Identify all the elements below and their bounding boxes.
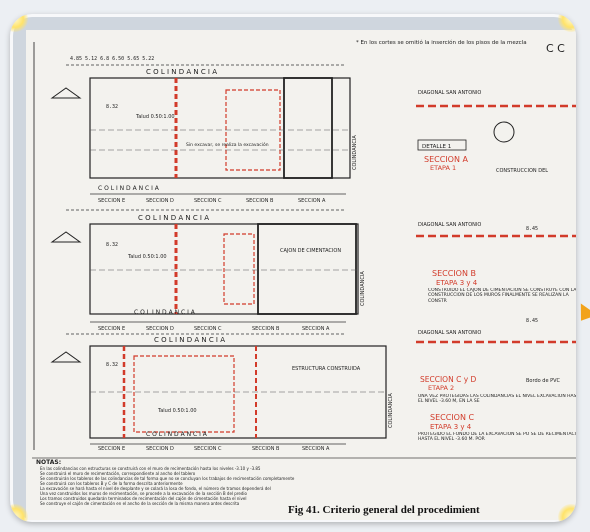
plan-1-section-a: SECCION A [298, 198, 326, 204]
plan-3-level: 8.32 [106, 362, 118, 368]
plan-2-talud: Talud 0.50:1.00 [127, 254, 167, 260]
plan-1-note: Sin excavar, se realiza la excavación [186, 141, 269, 148]
etapa-3-4-label: ETAPA 3 y 4 [436, 279, 478, 287]
plan-2: C O L I N D A N C I A 8.32 Talud 0.50:1.… [50, 209, 366, 332]
diagonal-label-2: DIAGONAL SAN ANTONIO [418, 222, 481, 228]
plan-1-section-d: SECCION D [146, 198, 174, 204]
plan-2-section-c: SECCION C [194, 326, 222, 332]
plan-3-colindancia-top: C O L I N D A N C I A [154, 336, 225, 344]
glow-top-right [558, 14, 576, 32]
note-item: La excavación se hará hasta el nivel de … [40, 486, 271, 491]
plan-2-section-d: SECCION D [146, 326, 174, 332]
plan-2-note: CAJON DE CIMENTACION [280, 248, 341, 254]
section-c-heading: SECCION C [430, 413, 474, 422]
glow-top-left [10, 14, 28, 32]
right-panel: DIAGONAL SAN ANTONIO DETALLE 1 SECCION A… [416, 90, 583, 443]
plan-1-section-c: SECCION C [194, 198, 222, 204]
notes-title: NOTAS: [36, 459, 61, 466]
svg-text:4.85 5.12 6.8 6.50 5.65 5: 4.85 5.12 6.8 6.50 5.65 5.22 [70, 56, 154, 62]
header-note: * En los cortes se omitió la inserción d… [356, 39, 527, 46]
plan-3-section-a: SECCION A [302, 446, 330, 452]
plan-2-section-b: SECCION B [252, 326, 280, 332]
notes-block: NOTAS: En las colindancias con estructur… [32, 457, 576, 506]
etapa-1-label: ETAPA 1 [430, 164, 456, 172]
section-cd-text: UNA VEZ PROTEGIDAS LAS COLINDANCIAS EL N… [418, 394, 582, 405]
plan-2-colindancia-top: C O L I N D A N C I A [138, 214, 209, 222]
plan-2-level: 8.32 [106, 242, 118, 248]
section-a-heading: SECCION A [424, 155, 468, 164]
note-item: Se construirán los tableros de las colin… [40, 476, 295, 481]
note-item: Una vez construidos los muros de recimen… [40, 491, 247, 496]
plan-1-level: 8.32 [106, 104, 118, 110]
glow-bottom-right [558, 504, 576, 522]
plan-3-section-c: SECCION C [194, 446, 222, 452]
plan-3-section-d: SECCION D [146, 446, 174, 452]
plan-1-colindancia-top: C O L I N D A N C I A [146, 68, 217, 76]
note-item: Se construye el cajón de cimentación en … [40, 501, 240, 506]
note-item: Se construirá el muro de recimentación, … [40, 471, 196, 476]
plan-3-section-b: SECCION B [252, 446, 280, 452]
plan-3: C O L I N D A N C I A Talud 0.50:1.00 ES… [50, 333, 394, 452]
blueprint-drawing: * En los cortes se omitió la inserción d… [32, 39, 583, 506]
note-item: Los tramos construidos quedarán terminad… [40, 496, 246, 501]
diagonal-label-3: DIAGONAL SAN ANTONIO [418, 330, 481, 336]
plan-1-side-label: COLINDANCIA [352, 135, 358, 170]
plan-1-colindancia-bottom: C O L I N D A N C I A [98, 185, 160, 192]
section-c-text: PROTEGIDO EL FONDO DE LA EXCAVACION SE P… [418, 432, 583, 443]
detalle-label: DETALLE 1 [422, 144, 451, 150]
plan-1: 4.85 5.12 6.8 6.50 5.65 5.22 C O L I N D… [50, 56, 358, 204]
etapa-2-label: ETAPA 2 [428, 384, 454, 392]
etapa-3-4b-label: ETAPA 3 y 4 [430, 423, 472, 431]
blueprint-sheet: * En los cortes se omitió la inserción d… [26, 30, 576, 520]
construccion-label: CONSTRUCCION DEL [496, 168, 548, 174]
section-b-heading: SECCION B [432, 269, 476, 278]
plan-2-section-a: SECCION A [302, 326, 330, 332]
note-item: Se construirá con los tableros B y C de … [40, 481, 183, 486]
level-label-2: 8.45 [526, 318, 538, 324]
photo-frame: * En los cortes se omitió la inserción d… [10, 14, 576, 522]
glow-bottom-left [10, 504, 28, 522]
plan-3-colindancia-bottom: C O L I N D A N C I A [146, 431, 208, 438]
plan-3-section-e: SECCION E [98, 446, 125, 452]
plan-2-side-label: COLINDANCIA [360, 271, 366, 306]
level-label-1: 8.45 [526, 226, 538, 232]
bordo-label: Bordo de PVC [526, 378, 561, 384]
figure-caption: Fig 41. Criterio general del procedimien… [288, 504, 480, 516]
plan-3-talud: Talud 0.50:1.00 [157, 408, 197, 414]
plan-3-note: ESTRUCTURA CONSTRUIDA [292, 366, 361, 372]
plan-1-section-b: SECCION B [246, 198, 274, 204]
plan-3-side-label: COLINDANCIA [388, 393, 394, 428]
diagonal-label-1: DIAGONAL SAN ANTONIO [418, 90, 481, 96]
top-right-label: C C [546, 42, 565, 55]
plan-2-section-e: SECCION E [98, 326, 125, 332]
plan-1-talud: Talud 0.50:1.00 [135, 114, 175, 120]
section-cd-heading: SECCION C y D [420, 375, 477, 384]
note-item: En las colindancias con estructuras se c… [40, 466, 261, 471]
plan-1-section-e: SECCION E [98, 198, 125, 204]
section-b-text: CONSTRUIDO EL CAJON DE CIMENTACION SE CO… [428, 288, 577, 304]
plan-2-colindancia-bottom: C O L I N D A N C I A [134, 309, 196, 316]
